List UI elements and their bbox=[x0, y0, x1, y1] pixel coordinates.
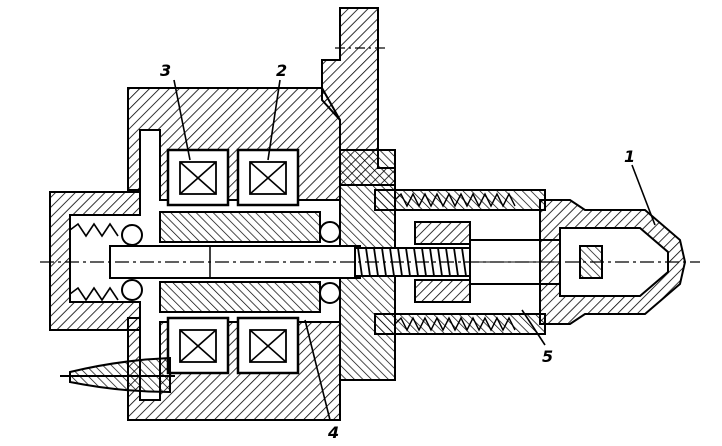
callout-5: 5 bbox=[542, 347, 553, 366]
callout-4: 4 bbox=[327, 423, 339, 442]
callout-1: 1 bbox=[624, 147, 635, 166]
coil-assembly bbox=[166, 148, 300, 375]
callout-3: 3 bbox=[160, 61, 171, 80]
guide-tube bbox=[374, 189, 546, 335]
leader-lines bbox=[173, 79, 656, 421]
callout-2: 2 bbox=[276, 61, 287, 80]
tip-head bbox=[539, 199, 687, 325]
armature-rotor bbox=[159, 211, 321, 313]
cable-lead bbox=[60, 356, 175, 394]
screw-nut bbox=[414, 221, 471, 303]
left-end-cap bbox=[49, 191, 141, 331]
